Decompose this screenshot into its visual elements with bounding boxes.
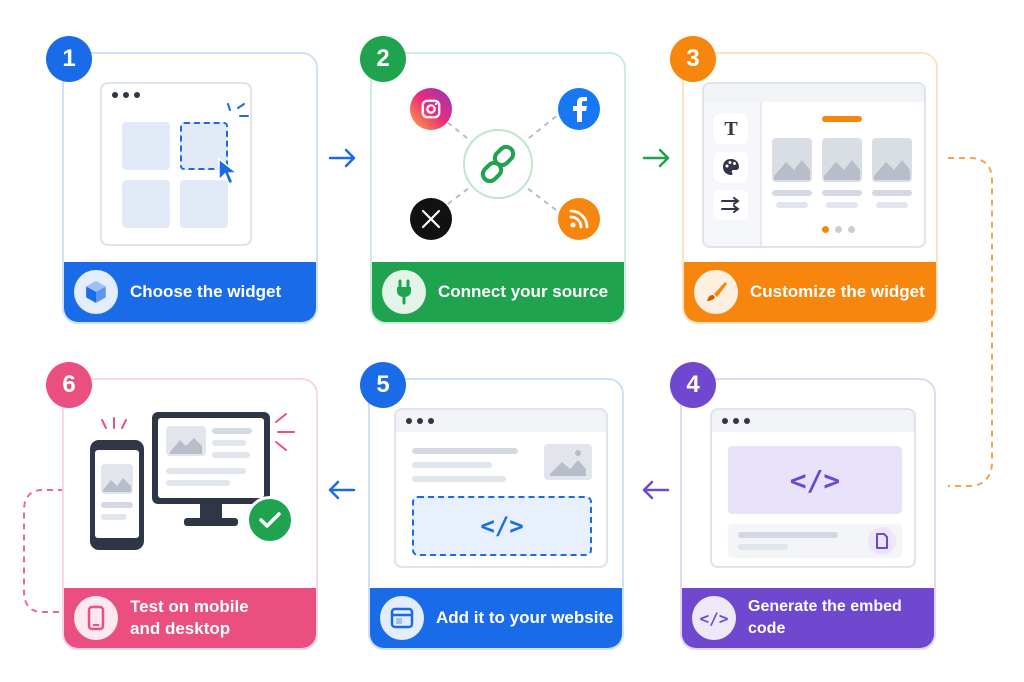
cube-icon — [74, 270, 118, 314]
rss-icon[interactable] — [558, 198, 600, 240]
arrow-left-icon — [328, 480, 356, 500]
arrow-right-icon — [642, 148, 670, 168]
arrows-tool-icon[interactable] — [714, 190, 748, 220]
step-label: Generate the embed code — [748, 598, 902, 637]
step-card-3: T Customize the widget — [682, 52, 938, 324]
browser-window: </> — [710, 408, 916, 568]
code-icon: </> — [692, 596, 736, 640]
step-number-badge: 4 — [670, 362, 716, 408]
copy-bar — [728, 524, 902, 558]
code-block: </> — [728, 446, 902, 514]
carousel-dots[interactable] — [822, 226, 855, 233]
x-icon[interactable] — [410, 198, 452, 240]
step-label: Add it to your website — [436, 608, 614, 627]
arrow-left-icon — [642, 480, 670, 500]
widget-tile — [122, 180, 170, 228]
image-placeholder — [872, 138, 912, 182]
image-placeholder — [822, 138, 862, 182]
editor-window: T — [702, 82, 926, 248]
monitor-base — [184, 518, 238, 526]
widget-tile-selected — [180, 122, 228, 170]
sparkle-icon — [275, 413, 295, 451]
click-sparkle-icon — [227, 103, 249, 117]
browser-window: </> — [394, 408, 608, 568]
text-tool-icon[interactable]: T — [714, 114, 748, 144]
browser-window — [100, 82, 252, 246]
step-card-4: </> </> Generate the embed code — [680, 378, 936, 650]
widget-tile — [180, 180, 228, 228]
step-footer: Connect your source — [372, 262, 624, 322]
step-footer: </> Generate the embed code — [682, 588, 934, 648]
instagram-icon[interactable] — [410, 88, 452, 130]
step-card-2: Connect your source — [370, 52, 626, 324]
step-label: Customize the widget — [750, 282, 925, 301]
monitor-stand — [200, 504, 222, 518]
browser-icon — [380, 596, 424, 640]
link-icon — [480, 144, 516, 184]
copy-icon[interactable] — [868, 527, 896, 555]
step-number-badge: 2 — [360, 36, 406, 82]
monitor-icon — [152, 412, 270, 504]
step-footer: Add it to your website — [370, 588, 622, 648]
step-number-badge: 3 — [670, 36, 716, 82]
step-footer: Customize the widget — [684, 262, 936, 322]
image-placeholder — [772, 138, 812, 182]
connector-dashed — [948, 157, 993, 487]
palette-icon[interactable] — [714, 152, 748, 182]
widget-tile — [122, 122, 170, 170]
step-number-badge: 6 — [46, 362, 92, 408]
check-circle-icon — [246, 496, 294, 544]
connector-dashed — [23, 489, 64, 613]
plug-icon — [382, 270, 426, 314]
step-label: Connect your source — [438, 282, 609, 301]
step-number-badge: 1 — [46, 36, 92, 82]
step-label: Choose the widget — [130, 282, 282, 301]
image-placeholder — [544, 444, 592, 480]
cursor-icon — [218, 157, 240, 186]
paintbrush-icon — [694, 270, 738, 314]
arrow-right-icon — [328, 148, 356, 168]
step-footer: Choose the widget — [64, 262, 316, 322]
sparkle-icon — [101, 417, 127, 429]
editor-sidebar: T — [704, 102, 762, 246]
smartphone-device — [90, 440, 144, 550]
embed-slot[interactable]: </> — [412, 496, 592, 556]
facebook-icon[interactable] — [558, 88, 600, 130]
header-accent — [822, 116, 862, 122]
smartphone-icon — [74, 596, 118, 640]
step-card-5: </> Add it to your website — [368, 378, 624, 650]
step-card-1: Choose the widget — [62, 52, 318, 324]
step-number-badge: 5 — [360, 362, 406, 408]
